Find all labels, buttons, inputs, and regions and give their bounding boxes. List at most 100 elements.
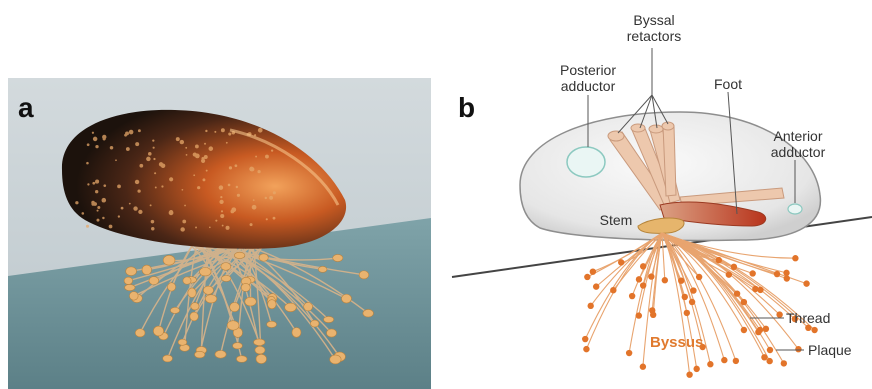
byssal-plaque (767, 347, 773, 353)
shell-speckle (153, 158, 155, 160)
label-plaque: Plaque (808, 342, 868, 358)
photo-plaque (318, 266, 327, 272)
photo-plaque (221, 263, 231, 271)
byssal-plaque (583, 346, 589, 352)
shell-speckle (195, 227, 197, 229)
shell-speckle (159, 162, 163, 166)
byssal-plaque (733, 358, 739, 364)
photo-plaque (191, 303, 199, 310)
shell-speckle (271, 149, 273, 151)
shell-speckle (265, 155, 269, 159)
photo-plaque (168, 283, 176, 291)
byssal-plaque (690, 287, 696, 293)
shell-speckle (137, 189, 140, 192)
shell-speckle (219, 185, 223, 189)
photo-plaque (233, 343, 243, 349)
photo-plaque (178, 339, 187, 345)
shell-speckle (110, 146, 113, 149)
photo-plaque (199, 267, 211, 275)
photo-plaque (234, 252, 244, 258)
byssal-plaque (716, 257, 722, 263)
byssal-plaque (689, 299, 695, 305)
photo-plaque (333, 254, 343, 261)
shell-speckle (250, 223, 253, 226)
shell-speckle (102, 201, 104, 203)
photo-plaque (359, 271, 369, 279)
byssal-plaque (649, 307, 655, 313)
label-foot: Foot (708, 76, 748, 92)
byssal-plaque (766, 358, 772, 364)
shell-speckle (209, 227, 211, 229)
shell-speckle (237, 194, 240, 197)
photo-plaque (163, 355, 173, 362)
byssal-plaque (757, 327, 763, 333)
label-thread: Thread (786, 310, 846, 326)
byssal-plaque (582, 336, 588, 342)
byssal-plaque (678, 277, 684, 283)
byssal-plaque (783, 270, 789, 276)
shell-speckle (151, 220, 155, 224)
shell-speckle (193, 152, 197, 156)
shell-speckle (209, 146, 214, 151)
shell-speckle (117, 184, 121, 188)
shell-speckle (249, 167, 254, 172)
photo-plaque (256, 354, 267, 363)
photo-plaque (259, 254, 268, 261)
shell-speckle (197, 186, 200, 189)
shell-speckle (203, 178, 206, 181)
shell-speckle (154, 172, 156, 174)
shell-speckle (258, 128, 263, 133)
shell-speckle (220, 196, 222, 198)
shell-speckle (82, 212, 85, 215)
byssal-plaque (682, 294, 688, 300)
photo-plaque (124, 277, 132, 284)
shell-speckle (204, 143, 206, 145)
photo-plaque (170, 307, 179, 313)
shell-speckle (146, 157, 151, 162)
panel-a-letter: a (18, 94, 34, 122)
shell-speckle (176, 137, 180, 141)
byssal-plaque (640, 282, 646, 288)
shell-speckle (226, 142, 228, 144)
photo-thread (250, 246, 251, 302)
shell-speckle (222, 225, 224, 227)
shell-speckle (228, 184, 231, 187)
byssal-plaque (648, 273, 654, 279)
label-byssus: Byssus (650, 335, 720, 351)
shell-speckle (129, 203, 131, 205)
shell-speckle (193, 174, 195, 176)
panel-b-letter: b (458, 94, 475, 122)
shell-speckle (87, 143, 90, 146)
shell-speckle (91, 201, 95, 205)
byssal-plaque (693, 366, 699, 372)
photo-plaque (126, 267, 137, 276)
shell-speckle (102, 217, 104, 219)
byssal-plaque (726, 271, 732, 277)
shell-speckle (95, 190, 98, 193)
shell-speckle (138, 210, 142, 214)
byssal-plaque (610, 287, 616, 293)
anterior-adductor-muscle (788, 204, 802, 214)
shell-speckle (228, 132, 231, 135)
photo-plaque (310, 320, 319, 327)
photo-plaque (153, 326, 163, 336)
shell-speckle (201, 159, 205, 163)
byssal-plaque (811, 327, 817, 333)
shell-speckle (186, 154, 188, 156)
shell-speckle (102, 135, 106, 139)
photo-plaque (363, 309, 374, 317)
shell-speckle (86, 225, 89, 228)
shell-speckle (182, 189, 184, 191)
photo-plaque (205, 295, 217, 303)
shell-speckle (169, 210, 174, 215)
shell-speckle (185, 147, 187, 149)
shell-speckle (150, 204, 152, 206)
shell-speckle (214, 131, 216, 133)
shell-speckle (236, 186, 238, 188)
label-byssal-retractors: Byssal retactors (614, 12, 694, 44)
byssal-plaque (792, 255, 798, 261)
photo-plaque (324, 316, 334, 322)
shell-speckle (95, 145, 98, 148)
shell-speckle (255, 156, 257, 158)
shell-speckle (253, 199, 255, 201)
